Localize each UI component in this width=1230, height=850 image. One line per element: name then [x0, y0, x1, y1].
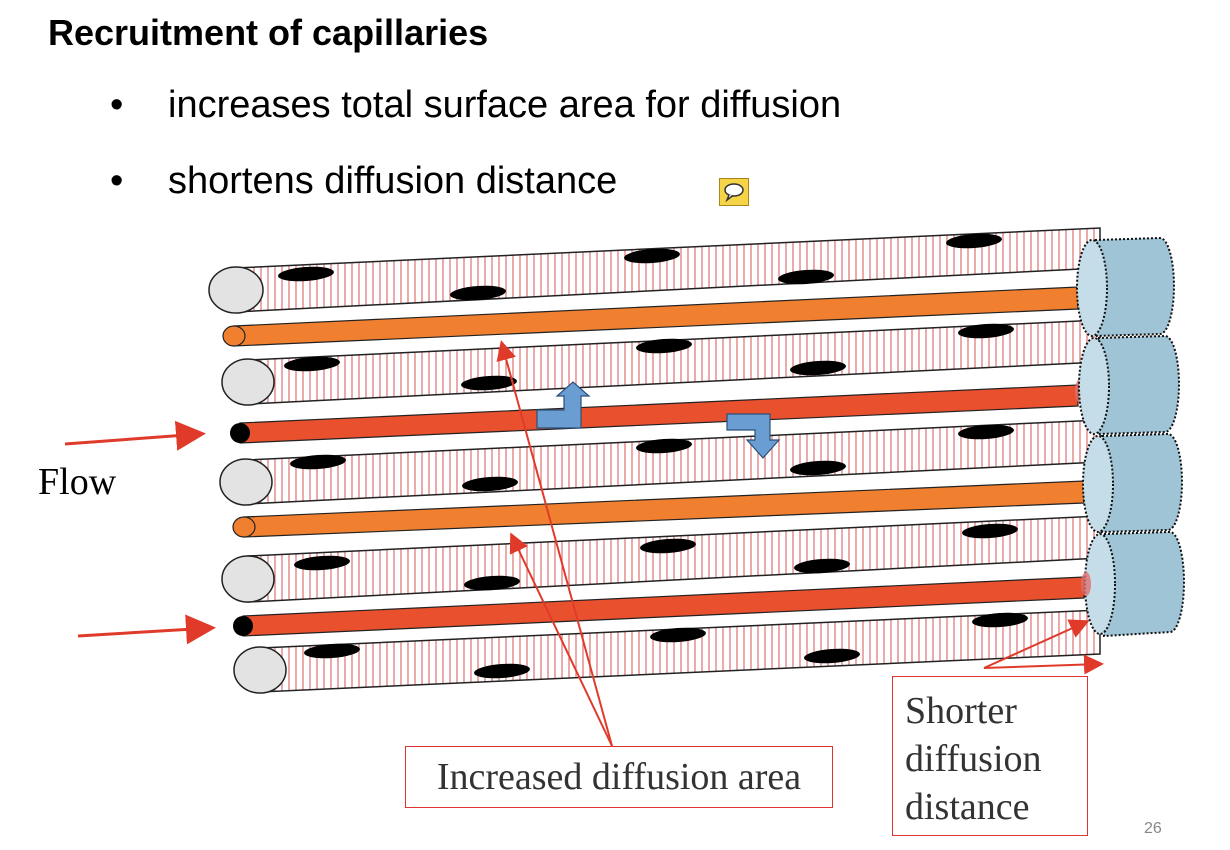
- nucleus: [946, 233, 1002, 249]
- nucleus: [450, 285, 506, 301]
- callout-pointer: [983, 619, 1090, 669]
- nucleus: [958, 323, 1014, 339]
- callout-shorter-distance: Shorter diffusion distance: [892, 676, 1088, 836]
- slide-title: Recruitment of capillaries: [48, 12, 489, 53]
- nucleus: [640, 538, 696, 554]
- nucleus: [794, 558, 850, 574]
- nucleus: [284, 356, 340, 372]
- tissue-cylinder: [1081, 530, 1185, 638]
- callout-pointer: [983, 654, 1104, 675]
- callout-increased-area: Increased diffusion area: [405, 746, 833, 808]
- speech-bubble-icon[interactable]: [719, 178, 749, 206]
- nucleus: [304, 643, 360, 659]
- nucleus: [294, 555, 350, 571]
- muscle-fiber: [221, 515, 1101, 603]
- callout-pointer: [496, 340, 613, 747]
- active-capillary: [233, 576, 1085, 637]
- bullet-item: • shortens diffusion distance: [110, 160, 617, 203]
- active-capillary: [230, 384, 1079, 444]
- nucleus: [278, 266, 334, 282]
- fiber-end: [219, 458, 273, 506]
- nucleus: [650, 627, 706, 643]
- nucleus: [962, 523, 1018, 539]
- tissue-cylinder: [1078, 334, 1180, 436]
- fiber-end: [208, 266, 264, 314]
- muscle-fiber: [219, 419, 1101, 506]
- bent-arrow-icon: [726, 413, 781, 459]
- nucleus: [778, 269, 834, 285]
- callout-pointer: [509, 532, 613, 747]
- recruited-capillary: [232, 480, 1085, 538]
- bullet-text: shortens diffusion distance: [168, 160, 618, 202]
- nucleus: [972, 612, 1028, 628]
- nucleus: [790, 360, 846, 376]
- nucleus: [636, 438, 692, 454]
- callout-line: Shorter: [905, 690, 1017, 732]
- bullet-text: increases total surface area for diffusi…: [168, 84, 842, 126]
- tissue-cylinder: [1075, 236, 1175, 403]
- nucleus: [636, 338, 692, 354]
- flow-arrow: [64, 420, 206, 451]
- nucleus: [290, 454, 346, 470]
- muscle-fiber: [233, 609, 1101, 694]
- callout-line: distance: [905, 786, 1030, 828]
- bent-arrow-icon: [536, 381, 591, 429]
- callout-line: diffusion: [905, 738, 1042, 780]
- nucleus: [461, 375, 517, 391]
- nucleus: [790, 460, 846, 476]
- flow-label: Flow: [38, 461, 117, 503]
- nucleus: [462, 476, 518, 492]
- nucleus: [474, 663, 530, 679]
- muscle-fiber: [221, 319, 1101, 406]
- nucleus: [624, 248, 680, 264]
- bullet-marker: •: [110, 84, 124, 126]
- nucleus: [804, 648, 860, 664]
- flow-arrow: [77, 614, 216, 645]
- muscle-fiber: [208, 227, 1101, 314]
- nucleus: [958, 424, 1014, 440]
- bullet-marker: •: [110, 160, 124, 202]
- bullet-item: • increases total surface area for diffus…: [110, 84, 841, 127]
- tissue-cylinder: [1082, 432, 1183, 534]
- nucleus: [464, 575, 520, 591]
- page-number: 26: [1144, 820, 1162, 837]
- fiber-end: [233, 646, 287, 694]
- fiber-end: [221, 358, 275, 406]
- fiber-end: [221, 555, 275, 603]
